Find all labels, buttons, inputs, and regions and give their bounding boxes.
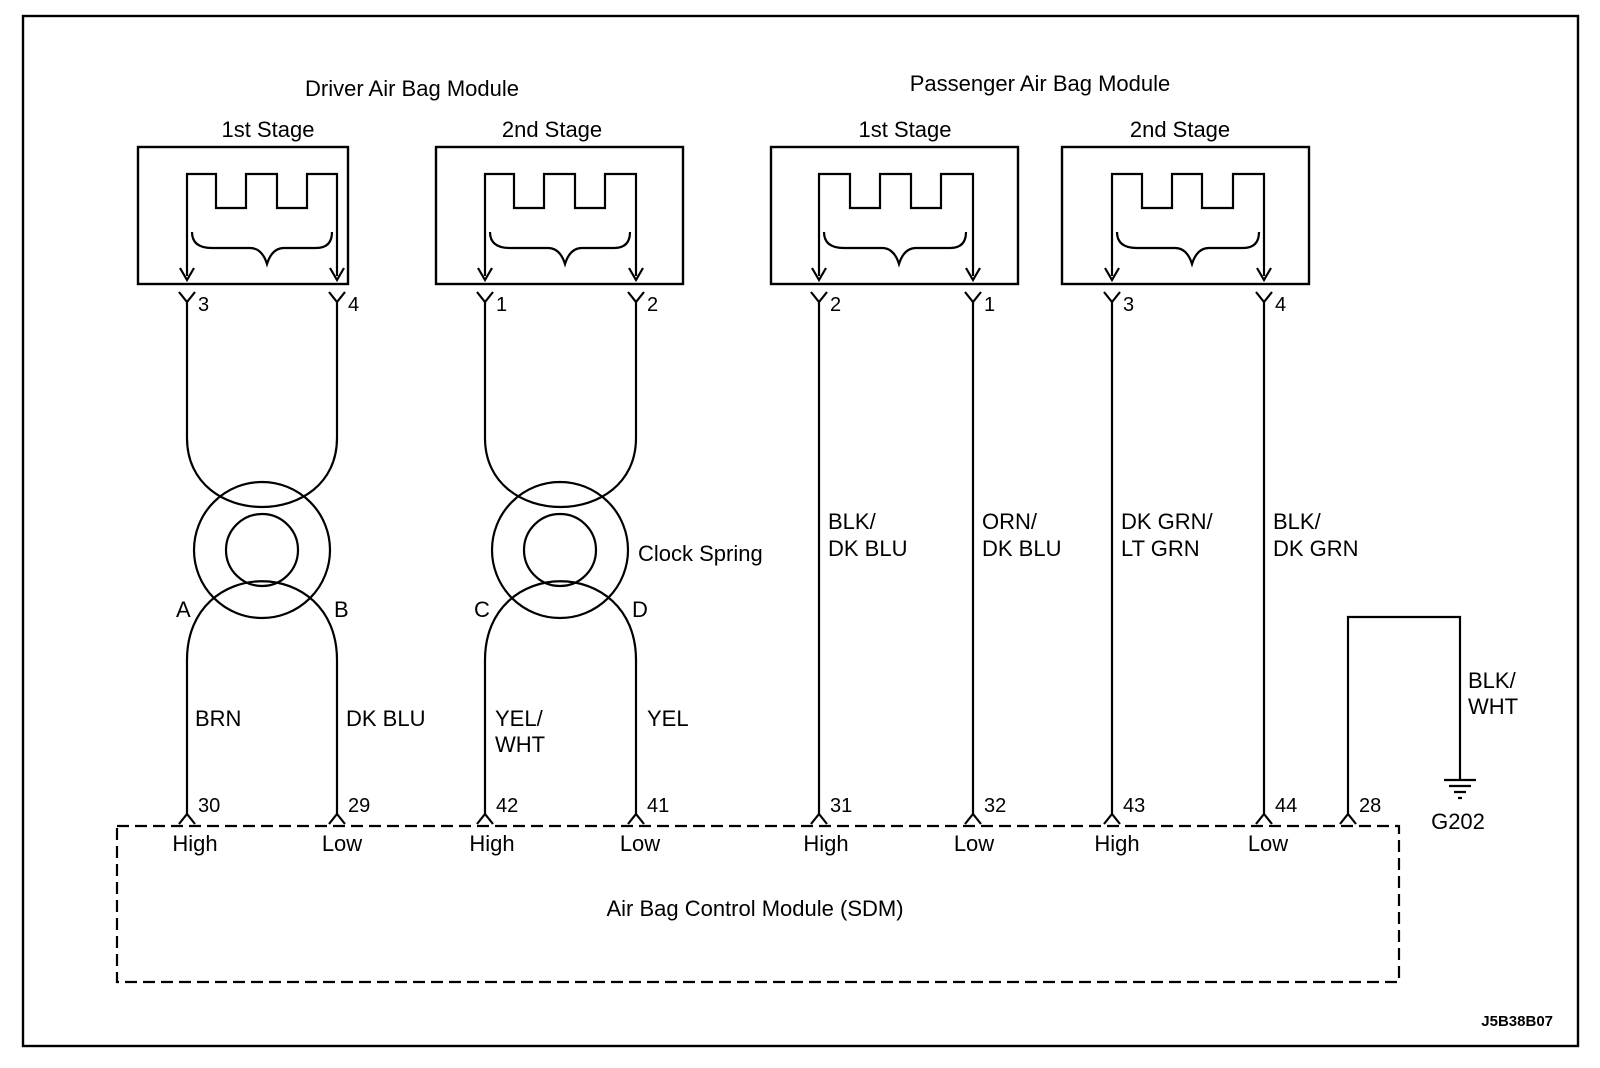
ground-wire-color-2: WHT — [1468, 694, 1518, 719]
wire-color-blk-dkgrn-2: DK GRN — [1273, 536, 1359, 561]
driver-stage1-label: 1st Stage — [222, 117, 315, 142]
ground-symbol-icon — [1444, 770, 1476, 800]
driver-s1-pin-high: 3 — [198, 294, 209, 316]
sdm-pin-label-2: Low — [322, 831, 362, 856]
sdm-pin-label-7: High — [1094, 831, 1139, 856]
pass-s1-pin-high: 2 — [830, 294, 841, 316]
sdm-pin-label-3: High — [469, 831, 514, 856]
wire-color-yel-wht-2: WHT — [495, 732, 545, 757]
wire-color-yel: YEL — [647, 706, 689, 731]
clock-spring-terminal-a: A — [176, 597, 191, 622]
wire-color-dkgrn-ltgrn-1: DK GRN/ — [1121, 509, 1214, 534]
sdm-pin-31: 31 — [830, 795, 852, 817]
passenger-stage2-inflator — [1060, 145, 1311, 286]
sdm-pin-42: 42 — [496, 795, 518, 817]
sdm-pin-label-6: Low — [954, 831, 994, 856]
driver-stage1-inflator — [136, 145, 350, 286]
driver-stage2-label: 2nd Stage — [502, 117, 602, 142]
passenger-stage1-inflator — [769, 145, 1020, 286]
clock-spring-label: Clock Spring — [638, 541, 763, 566]
sdm-pin-32: 32 — [984, 795, 1006, 817]
passenger-module-title: Passenger Air Bag Module — [910, 71, 1171, 96]
clock-spring-terminal-d: D — [632, 597, 648, 622]
clock-spring-driver-stage2 — [483, 312, 638, 808]
wire-color-yel-wht-1: YEL/ — [495, 706, 544, 731]
wire-color-blk-dkgrn-1: BLK/ — [1273, 509, 1322, 534]
clock-spring-driver-stage1 — [185, 312, 339, 808]
sdm-pin-label-5: High — [803, 831, 848, 856]
ground-label: G202 — [1431, 809, 1485, 834]
wire-color-blk-dkblu-1: BLK/ — [828, 509, 877, 534]
sdm-connector-pins — [178, 808, 1357, 825]
passenger-stage2-label: 2nd Stage — [1130, 117, 1230, 142]
driver-s2-pin-high: 1 — [496, 294, 507, 316]
sdm-pin-30: 30 — [198, 795, 220, 817]
wire-color-blk-dkblu-2: DK BLU — [828, 536, 907, 561]
pass-s2-pin-high: 3 — [1123, 294, 1134, 316]
wire-color-dk-blu: DK BLU — [346, 706, 425, 731]
driver-module-title: Driver Air Bag Module — [305, 76, 519, 101]
sdm-pin-29: 29 — [348, 795, 370, 817]
sdm-pin-label-8: Low — [1248, 831, 1288, 856]
wire-color-orn-dkblu-1: ORN/ — [982, 509, 1038, 534]
sdm-pin-28: 28 — [1359, 795, 1381, 817]
sdm-label: Air Bag Control Module (SDM) — [606, 896, 903, 921]
diagram-frame — [21, 14, 1580, 1048]
driver-s1-pin-low: 4 — [348, 294, 359, 316]
passenger-stage1-label: 1st Stage — [859, 117, 952, 142]
sdm-pin-label-1: High — [172, 831, 217, 856]
clock-spring-terminal-b: B — [334, 597, 349, 622]
sdm-module-box — [115, 824, 1401, 984]
sdm-pin-44: 44 — [1275, 795, 1297, 817]
sdm-pin-43: 43 — [1123, 795, 1145, 817]
sdm-pin-41: 41 — [647, 795, 669, 817]
ground-wire-color-1: BLK/ — [1468, 668, 1517, 693]
pass-s2-pin-low: 4 — [1275, 294, 1286, 316]
ground-wire — [1346, 615, 1462, 808]
wire-color-brn: BRN — [195, 706, 241, 731]
figure-id: J5B38B07 — [1481, 1013, 1553, 1030]
sdm-pin-label-4: Low — [620, 831, 660, 856]
clock-spring-terminal-c: C — [474, 597, 490, 622]
driver-s2-pin-low: 2 — [647, 294, 658, 316]
driver-stage2-inflator — [434, 145, 685, 286]
pass-s1-pin-low: 1 — [984, 294, 995, 316]
wire-color-dkgrn-ltgrn-2: LT GRN — [1121, 536, 1200, 561]
wire-color-orn-dkblu-2: DK BLU — [982, 536, 1061, 561]
